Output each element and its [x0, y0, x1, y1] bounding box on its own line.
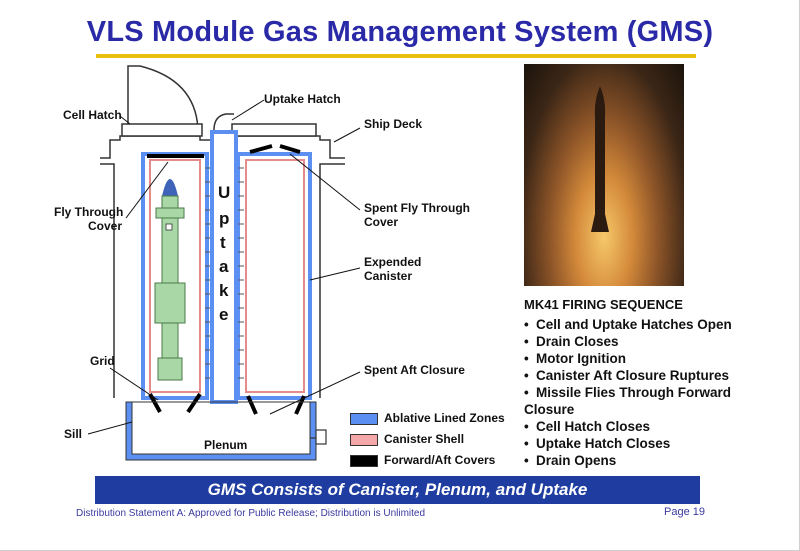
list-item: •Cell and Uptake Hatches Open: [524, 317, 732, 332]
list-item: •Canister Aft Closure Ruptures: [524, 368, 730, 383]
distribution-statement: Distribution Statement A: Approved for P…: [76, 508, 426, 519]
firing-sequence-list: •Cell and Uptake Hatches Open •Drain Clo…: [524, 316, 764, 469]
uptake-letter: t: [220, 233, 226, 252]
missile: [154, 179, 186, 381]
label-uptake-hatch: Uptake Hatch: [264, 92, 341, 106]
label-sill: Sill: [64, 427, 82, 441]
list-item: •Uptake Hatch Closes: [524, 436, 671, 451]
label-spent-aft-closure: Spent Aft Closure: [364, 363, 465, 377]
page-number: Page 19: [664, 506, 705, 518]
legend-label: Canister Shell: [384, 432, 465, 446]
label-fly-through-cover-line1: Fly Through: [54, 205, 123, 219]
label-grid: Grid: [90, 354, 115, 368]
vls-module-diagram: U p t a k e: [54, 65, 470, 461]
list-item: •Cell Hatch Closes: [524, 419, 651, 434]
leader-lines: [87, 99, 361, 435]
right-cell: [236, 144, 312, 415]
legend-label: Ablative Lined Zones: [384, 411, 505, 425]
legend-item: Forward/Aft Covers: [350, 453, 550, 471]
uptake-letter: a: [219, 257, 229, 276]
firing-sequence-title: MK41 FIRING SEQUENCE: [524, 297, 683, 312]
legend-item: Ablative Lined Zones: [350, 411, 550, 429]
label-expended-canister-line1: Expended: [364, 255, 421, 269]
uptake-letter: p: [219, 209, 229, 228]
legend-swatch: [350, 455, 378, 467]
plenum: [125, 401, 327, 461]
left-cell: [141, 152, 212, 414]
label-fly-through-cover-line2: Cover: [88, 219, 122, 233]
title-underline: [96, 54, 696, 58]
label-ship-deck: Ship Deck: [364, 117, 422, 131]
list-item: •Drain Closes: [524, 334, 619, 349]
legend-item: Canister Shell: [350, 432, 550, 450]
legend-label: Forward/Aft Covers: [384, 453, 496, 467]
slide-title: VLS Module Gas Management System (GMS): [86, 16, 714, 48]
legend-swatch: [350, 413, 378, 425]
uptake-letter: k: [219, 281, 229, 300]
uptake-letter: U: [218, 183, 230, 202]
rocket-silhouette-icon: [591, 86, 609, 232]
label-cell-hatch: Cell Hatch: [63, 108, 122, 122]
uptake-letter: e: [219, 305, 228, 324]
list-item: •Drain Opens: [524, 453, 617, 468]
label-spent-fly-through-cover-line2: Cover: [364, 215, 398, 229]
legend-swatch: [350, 434, 378, 446]
uptake: U p t a k e: [210, 130, 238, 404]
list-item: •Motor Ignition: [524, 351, 626, 366]
ship-deck-structure: [100, 65, 345, 398]
missile-launch-photo: [524, 64, 684, 286]
summary-banner: GMS Consists of Canister, Plenum, and Up…: [95, 476, 700, 504]
label-expended-canister-line2: Canister: [364, 269, 412, 283]
label-spent-fly-through-cover-line1: Spent Fly Through: [364, 201, 470, 215]
label-plenum: Plenum: [204, 438, 247, 452]
